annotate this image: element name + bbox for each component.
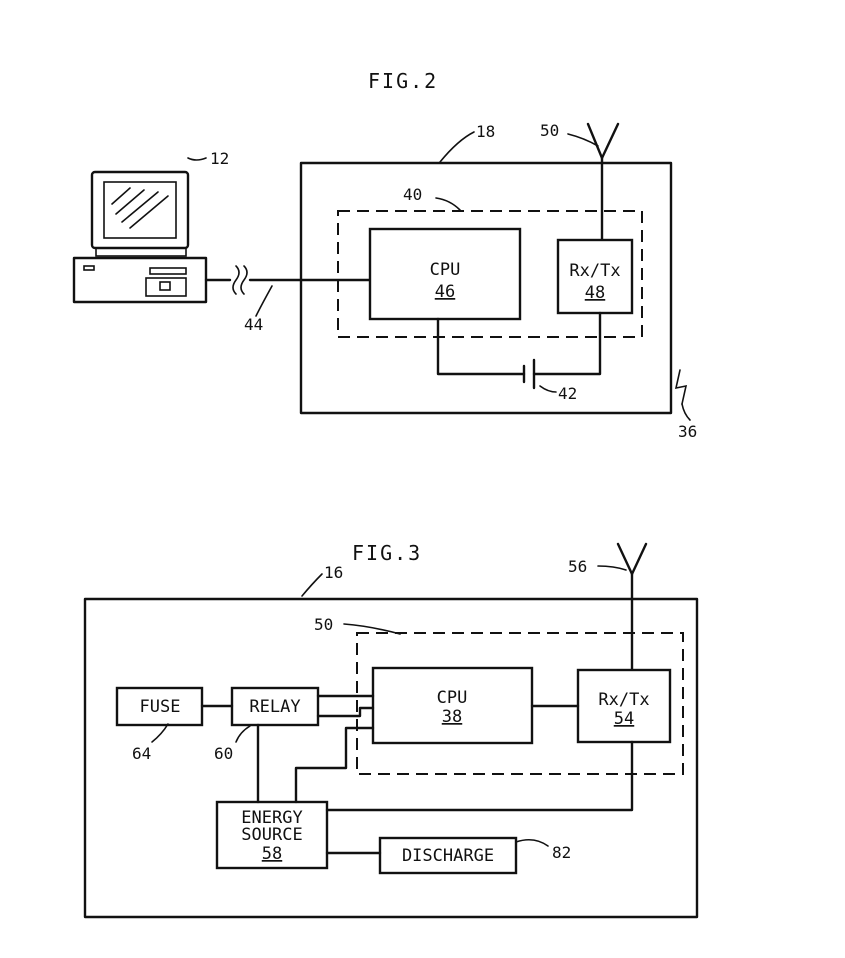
- fuse-label: FUSE: [140, 697, 181, 717]
- cable-ref: 44: [244, 315, 263, 334]
- group50-ref: 50: [314, 615, 333, 634]
- computer-leader: [187, 157, 207, 161]
- fuse-leader: [151, 723, 169, 743]
- battery-wire-left: [436, 317, 526, 376]
- discharge-label: DISCHARGE: [402, 846, 494, 866]
- cable-leader: [255, 285, 273, 317]
- battery-wire-right: [532, 311, 602, 376]
- device16-leader: [301, 573, 323, 597]
- cable-break: [232, 265, 240, 295]
- rxtx3-ref: 54: [614, 709, 634, 729]
- antenna56-icon: [616, 542, 648, 576]
- dashed-group-50: [356, 632, 684, 775]
- antenna56-leader: [597, 565, 627, 571]
- wire-energy-cpu: [294, 726, 375, 804]
- antenna-leader: [567, 133, 599, 147]
- energy-label-2: SOURCE: [241, 825, 302, 845]
- cpu-ref: 46: [435, 282, 455, 302]
- dashed-group-40: [337, 210, 643, 338]
- wire-energy-rxtx: [325, 740, 634, 812]
- rxtx3-label: Rx/Tx: [598, 690, 649, 710]
- device-leader: [439, 131, 475, 163]
- signal-icon: [674, 369, 688, 405]
- cpu-38-block: [371, 666, 534, 745]
- signal-ref: 36: [678, 422, 697, 441]
- cpu3-ref: 38: [442, 707, 462, 727]
- cpu-label: CPU: [430, 260, 461, 280]
- rxtx-label: Rx/Tx: [569, 261, 620, 281]
- fig3-title: FIG.3: [352, 541, 422, 565]
- energy-ref: 58: [262, 844, 282, 864]
- relay-label: RELAY: [249, 697, 300, 717]
- antenna-ref: 50: [540, 121, 559, 140]
- device16-ref: 16: [324, 563, 343, 582]
- computer-ref: 12: [210, 149, 229, 168]
- energy-source-58-block: [215, 800, 329, 870]
- relay-ref: 60: [214, 744, 233, 763]
- energy-label-1: ENERGY: [241, 808, 302, 828]
- device-18-box: [299, 161, 673, 415]
- device-16-box: [83, 597, 699, 919]
- signal-leader: [681, 403, 691, 421]
- group-leader: [435, 197, 461, 211]
- relay-leader: [235, 725, 251, 743]
- wire-relay-cpu-2: [316, 706, 375, 718]
- cpu3-label: CPU: [437, 688, 468, 708]
- group-ref: 40: [403, 185, 422, 204]
- rxtx-48-block: [556, 238, 634, 315]
- discharge-82-block: [378, 836, 518, 875]
- discharge-leader: [515, 838, 549, 847]
- battery-ref: 42: [558, 384, 577, 403]
- discharge-ref: 82: [552, 843, 571, 862]
- antenna-icon: [586, 122, 620, 160]
- device-ref: 18: [476, 122, 495, 141]
- group50-leader: [343, 623, 401, 635]
- rxtx-ref: 48: [585, 283, 605, 303]
- cpu-46-block: [368, 227, 522, 321]
- battery-leader: [539, 385, 557, 393]
- antenna56-ref: 56: [568, 557, 587, 576]
- computer-icon: [72, 170, 208, 304]
- fuse-64-block: [115, 686, 204, 727]
- fig2-title: FIG.2: [368, 69, 438, 93]
- relay-60-block: [230, 686, 320, 727]
- cable-break: [240, 265, 248, 295]
- fuse-ref: 64: [132, 744, 151, 763]
